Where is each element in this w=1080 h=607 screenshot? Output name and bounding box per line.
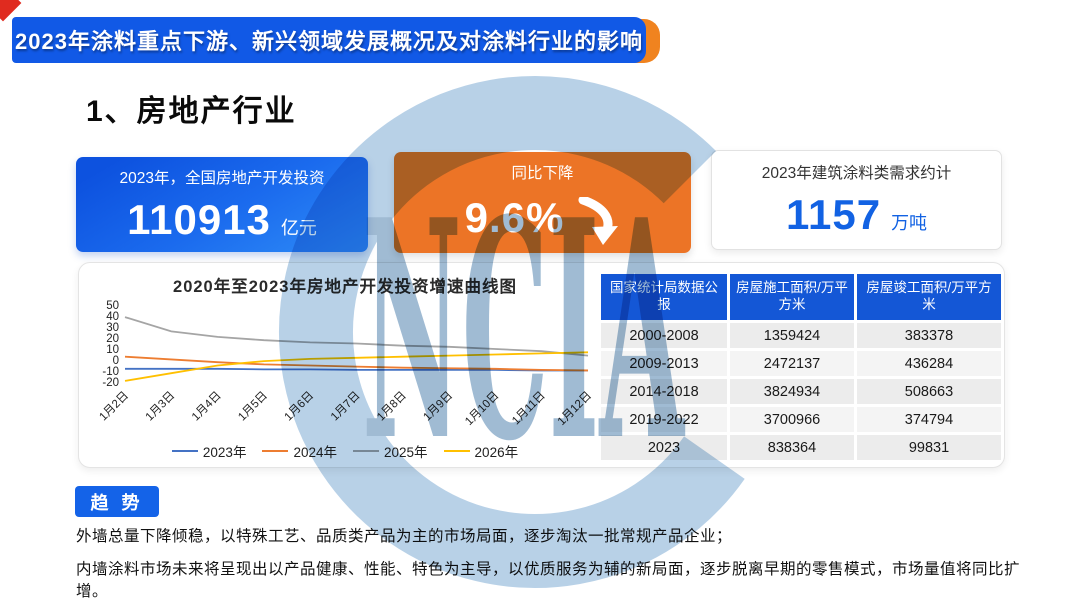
demand-card: 2023年建筑涂料类需求约计 1157 万吨 bbox=[711, 150, 1002, 250]
legend-item: 2023年 bbox=[171, 441, 247, 461]
series-2025年 bbox=[124, 316, 589, 357]
cell-period: 2019-2022 bbox=[601, 407, 727, 432]
section-title: 1、房地产行业 bbox=[86, 95, 297, 128]
legend-label: 2024年 bbox=[293, 445, 337, 460]
x-tick: 1月2日 bbox=[97, 390, 131, 424]
y-tick: -20 bbox=[102, 377, 119, 389]
y-tick: 0 bbox=[113, 355, 119, 367]
legend-item: 2025年 bbox=[353, 441, 428, 461]
header-title: 2023年涂料重点下游、新兴领域发展概况及对涂料行业的影响 bbox=[15, 29, 643, 54]
table-row: 2023 838364 99831 bbox=[601, 435, 1001, 460]
y-tick: 50 bbox=[106, 300, 119, 312]
legend-swatch-icon bbox=[171, 450, 198, 452]
legend-label: 2026年 bbox=[474, 445, 519, 460]
x-tick: 1月12日 bbox=[556, 390, 594, 428]
legend-label: 2023年 bbox=[202, 445, 247, 460]
cell-construction: 3700966 bbox=[730, 407, 854, 432]
investment-label: 2023年，全国房地产开发投资 bbox=[119, 169, 325, 187]
header: 2023年涂料重点下游、新兴领域发展概况及对涂料行业的影响 bbox=[12, 17, 660, 63]
cell-completion: 99831 bbox=[857, 435, 1001, 460]
statistics-table: 国家统计局数据公报 房屋施工面积/万平方米 房屋竣工面积/万平方米 2000-2… bbox=[598, 271, 1004, 463]
decline-label: 同比下降 bbox=[511, 164, 574, 182]
chart-legend: 2023年 2024年 2025年 2026年 bbox=[85, 441, 605, 461]
investment-card: 2023年，全国房地产开发投资 110913 亿元 bbox=[76, 157, 368, 252]
cell-completion: 383378 bbox=[857, 323, 1001, 348]
x-tick: 1月6日 bbox=[283, 390, 317, 424]
y-tick: 20 bbox=[106, 333, 119, 345]
investment-value: 110913 bbox=[127, 195, 271, 243]
demand-label: 2023年建筑涂料类需求约计 bbox=[761, 165, 952, 182]
legend-item: 2024年 bbox=[262, 441, 337, 461]
legend-swatch-icon bbox=[262, 450, 289, 452]
cell-period: 2014-2018 bbox=[601, 379, 727, 404]
y-tick: 10 bbox=[106, 344, 119, 356]
y-tick: -10 bbox=[102, 366, 119, 378]
header-bar: 2023年涂料重点下游、新兴领域发展概况及对涂料行业的影响 bbox=[12, 17, 646, 63]
cell-construction: 2472137 bbox=[730, 351, 854, 376]
legend-swatch-icon bbox=[353, 450, 379, 452]
trend-text: 外墙总量下降倾稳，以特殊工艺、品质类产品为主的市场局面，逐步淘汰一批常规产品企业… bbox=[76, 524, 1036, 607]
table-row: 2019-2022 3700966 374794 bbox=[601, 407, 1001, 432]
x-tick: 1月10日 bbox=[463, 390, 501, 428]
x-tick: 1月11日 bbox=[510, 390, 548, 428]
table-header-period: 国家统计局数据公报 bbox=[601, 274, 727, 320]
y-tick: 30 bbox=[106, 322, 119, 334]
table-row: 2009-2013 2472137 436284 bbox=[601, 351, 1001, 376]
decline-card: 同比下降 9.6% bbox=[394, 152, 691, 253]
chart-title: 2020年至2023年房地产开发投资增速曲线图 bbox=[173, 278, 517, 296]
cell-completion: 436284 bbox=[857, 351, 1001, 376]
cell-period: 2023 bbox=[601, 435, 727, 460]
legend-item: 2026年 bbox=[443, 441, 519, 461]
demand-value: 1157 bbox=[785, 191, 882, 238]
cell-construction: 1359424 bbox=[730, 323, 854, 348]
decline-value: 9.6% bbox=[464, 193, 565, 241]
trend-badge: 趋 势 bbox=[75, 486, 159, 517]
x-tick: 1月7日 bbox=[329, 390, 363, 424]
legend-swatch-icon bbox=[443, 450, 470, 452]
demand-unit: 万吨 bbox=[891, 213, 928, 233]
x-tick: 1月9日 bbox=[421, 390, 455, 424]
cell-construction: 3824934 bbox=[730, 379, 854, 404]
legend-label: 2025年 bbox=[384, 445, 428, 460]
investment-unit: 亿元 bbox=[280, 217, 317, 238]
curved-down-arrow-icon bbox=[578, 196, 619, 245]
cell-construction: 838364 bbox=[730, 435, 854, 460]
x-tick: 1月3日 bbox=[144, 390, 178, 424]
table-row: 2000-2008 1359424 383378 bbox=[601, 323, 1001, 348]
table-header-construction: 房屋施工面积/万平方米 bbox=[730, 274, 854, 320]
trend-line-2: 内墙涂料市场未来将呈现出以产品健康、性能、特色为主导，以优质服务为辅的新局面，逐… bbox=[76, 561, 1021, 600]
table-row: 2014-2018 3824934 508663 bbox=[601, 379, 1001, 404]
cell-completion: 508663 bbox=[857, 379, 1001, 404]
cell-period: 2009-2013 bbox=[601, 351, 727, 376]
table-header-completion: 房屋竣工面积/万平方米 bbox=[857, 274, 1001, 320]
trend-line-1: 外墙总量下降倾稳，以特殊工艺、品质类产品为主的市场局面，逐步淘汰一批常规产品企业… bbox=[76, 528, 733, 545]
y-tick: 40 bbox=[106, 311, 119, 323]
x-tick: 1月8日 bbox=[375, 390, 409, 424]
x-tick: 1月4日 bbox=[190, 390, 224, 424]
cell-period: 2000-2008 bbox=[601, 323, 727, 348]
cell-completion: 374794 bbox=[857, 407, 1001, 432]
x-tick: 1月5日 bbox=[236, 390, 270, 424]
